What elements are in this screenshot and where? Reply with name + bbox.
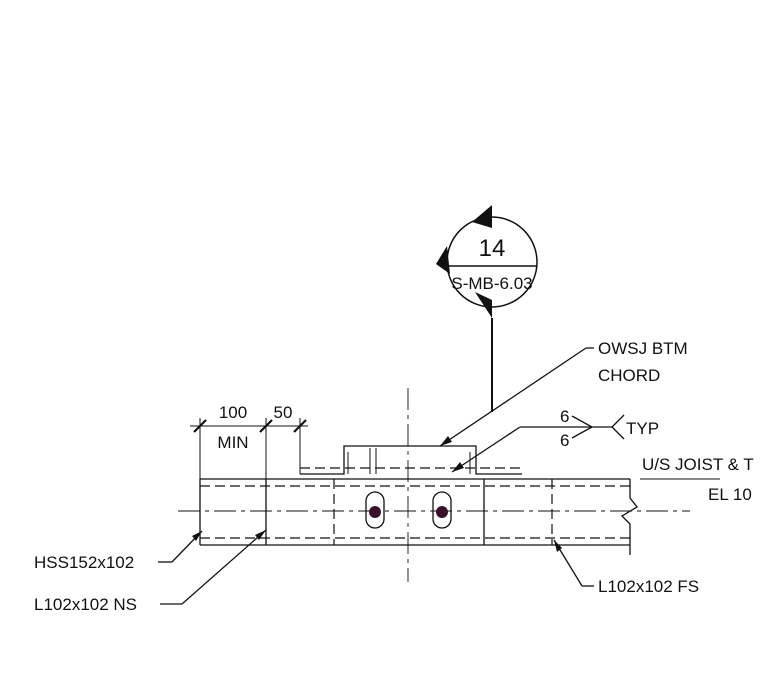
section-marker-top-arrow [472, 205, 492, 228]
dim-100-label: 100 [219, 403, 247, 422]
weld-size-top: 6 [560, 407, 569, 426]
weld-size-bottom: 6 [560, 431, 569, 450]
hss-callout: HSS152x102 [34, 530, 203, 572]
owsj-arrowhead [440, 436, 452, 446]
section-number: 14 [479, 235, 506, 262]
angle-fs-callout: L102x102 FS [553, 539, 699, 596]
slotted-hole-right [432, 491, 452, 529]
section-marker-circle [446, 216, 538, 308]
owsj-label-line2: CHORD [598, 366, 660, 385]
owsj-callout: OWSJ BTM CHORD [439, 339, 688, 447]
weld-arrowhead [452, 462, 464, 472]
weld-note: TYP [626, 419, 659, 438]
hss-label: HSS152x102 [34, 553, 134, 572]
bolt-right [436, 506, 448, 518]
dim-min-label: MIN [217, 433, 248, 452]
angle-fs-arrowhead [554, 540, 562, 552]
weld-symbol: 6 6 TYP [451, 407, 659, 473]
break-line [620, 479, 638, 555]
angle-ns-arrowhead [255, 530, 266, 540]
joist-bottom-chord [300, 445, 522, 475]
us-joist-label: U/S JOIST & T [642, 455, 754, 474]
elevation-label: EL 10 [708, 485, 752, 504]
section-marker: 14 S-MB-6.03 [436, 205, 538, 412]
angle-fs-label: L102x102 FS [598, 577, 699, 596]
angle-ns-callout: L102x102 NS [34, 529, 267, 614]
slotted-hole-left [365, 491, 385, 529]
hss-arrowhead [192, 531, 202, 541]
section-marker-bottom-arrow [475, 292, 492, 318]
dimension-group: 100 MIN 50 [190, 403, 308, 479]
hss-beam [199, 478, 720, 555]
angle-ns-label: L102x102 NS [34, 595, 137, 614]
bolt-left [369, 506, 381, 518]
owsj-label-line1: OWSJ BTM [598, 339, 688, 358]
dim-50-label: 50 [274, 403, 293, 422]
clip-angles [265, 479, 553, 545]
section-marker-left-arrow [436, 246, 450, 274]
section-sheet-ref: S-MB-6.03 [451, 274, 532, 293]
